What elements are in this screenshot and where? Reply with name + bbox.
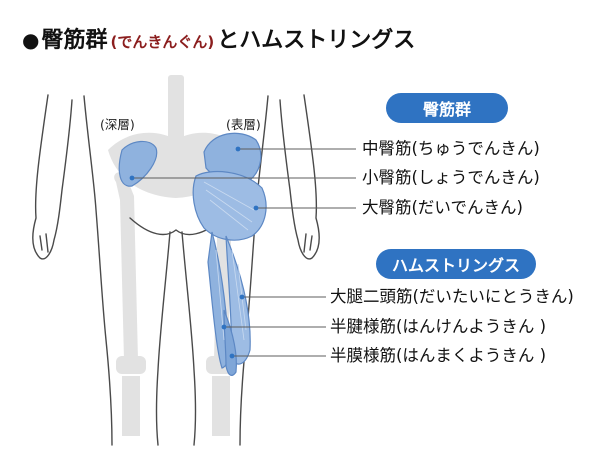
label-biceps-femoris-name: 大腿二頭筋 (330, 287, 413, 306)
label-semimembranosus-name: 半膜様筋 (330, 346, 396, 365)
leg-right-inner (181, 231, 197, 446)
gluteus-minimus (118, 140, 158, 187)
label-gluteus-medius-reading: (ちゅうでんきん) (411, 139, 540, 158)
tibia-left (122, 376, 140, 436)
title-reading: (でんきんぐん) (110, 33, 215, 51)
pointer-dot-semimembranosus (229, 353, 235, 359)
fingers-left (39, 233, 49, 253)
label-gluteus-maximus-name: 大臀筋 (362, 198, 412, 217)
pointer-dot-gluteus-maximus (253, 205, 259, 211)
pointer-dot-gluteus-minimus (129, 175, 135, 181)
hamstrings-group-header: ハムストリングス (376, 249, 536, 279)
label-semitendinosus: 半腱様筋(はんけんようきん ) (330, 316, 546, 338)
pointer-dot-semitendinosus (221, 324, 227, 330)
fingers-right (303, 233, 313, 253)
spine (168, 75, 184, 153)
label-gluteus-medius-name: 中臀筋 (362, 139, 412, 158)
label-gluteus-minimus-reading: (しょうでんきん) (411, 168, 540, 187)
knee-left (116, 356, 146, 374)
view-label-surface: (表層) (226, 117, 261, 132)
pointer-dot-biceps-femoris (239, 294, 245, 300)
label-gluteus-minimus: 小臀筋(しょうでんきん) (362, 167, 540, 189)
title-bullet: ● (22, 28, 40, 52)
label-semimembranosus: 半膜様筋(はんまくようきん ) (330, 345, 546, 367)
view-label-deep: (深層) (100, 117, 135, 132)
label-gluteus-minimus-name: 小臀筋 (362, 168, 412, 187)
leg-left-inner (155, 231, 171, 446)
label-semitendinosus-name: 半腱様筋 (330, 317, 396, 336)
leader-lines (129, 146, 356, 359)
label-gluteus-maximus: 大臀筋(だいでんきん) (362, 197, 523, 219)
title-group: 臀筋群 (41, 28, 108, 53)
gluteus-maximus (192, 170, 267, 241)
semimembranosus (223, 309, 237, 376)
body-outline (32, 94, 320, 446)
label-gluteus-maximus-reading: (だいでんきん) (411, 198, 523, 217)
page-title: ● 臀筋群 (でんきんぐん) とハムストリングス (22, 22, 416, 53)
title-suffix: とハムストリングス (217, 28, 416, 53)
arm-right (279, 94, 320, 260)
label-biceps-femoris-reading: (だいたいにとうきん) (412, 287, 574, 306)
tibia-right (212, 376, 230, 436)
label-gluteus-medius: 中臀筋(ちゅうでんきん) (362, 138, 540, 160)
femur-left (114, 172, 138, 360)
label-semimembranosus-reading: (はんまくようきん ) (396, 346, 547, 365)
leg-left-outer (83, 95, 113, 446)
label-biceps-femoris: 大腿二頭筋(だいたいにとうきん) (330, 286, 574, 308)
label-semitendinosus-reading: (はんけんようきん ) (396, 317, 547, 336)
arm-left (32, 94, 73, 260)
gluteal-group-header: 臀筋群 (386, 93, 508, 123)
pointer-dot-gluteus-medius (235, 146, 241, 152)
